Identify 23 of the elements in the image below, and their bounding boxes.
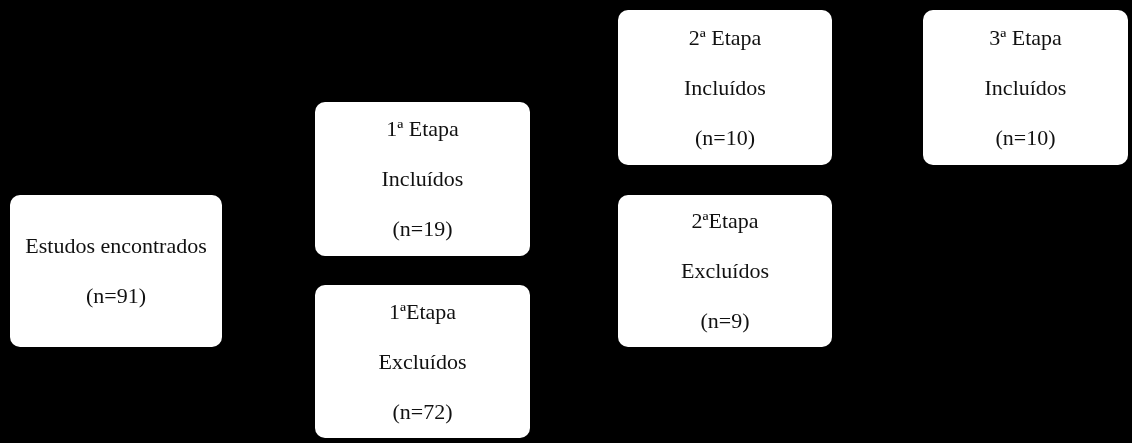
box-text: Incluídos xyxy=(684,73,766,102)
box-text: 1ª Etapa xyxy=(386,115,459,143)
box-text: (n=91) xyxy=(85,282,147,310)
process-box xyxy=(618,10,832,165)
box-text: (n=10) xyxy=(995,123,1056,152)
box-text: Incluídos xyxy=(381,165,464,193)
box-text: Excluídos xyxy=(681,257,769,285)
box-text: (n=9) xyxy=(700,307,750,335)
box-text: 3ª Etapa xyxy=(989,23,1062,52)
box-text: Estudos encontrados xyxy=(25,232,207,260)
process-box xyxy=(315,285,530,438)
box-text: 2ªEtapa xyxy=(691,207,759,235)
box-text: 2ª Etapa xyxy=(688,23,762,52)
process-box xyxy=(923,10,1128,165)
process-box xyxy=(618,195,832,347)
box-text: Incluídos xyxy=(984,73,1067,102)
process-box xyxy=(10,195,222,347)
box-text: Excluídos xyxy=(378,347,467,376)
process-box xyxy=(315,102,530,256)
box-text: 1ªEtapa xyxy=(388,297,457,326)
box-text: (n=72) xyxy=(392,397,453,426)
box-text: (n=19) xyxy=(392,215,453,243)
box-text: (n=10) xyxy=(694,123,756,152)
